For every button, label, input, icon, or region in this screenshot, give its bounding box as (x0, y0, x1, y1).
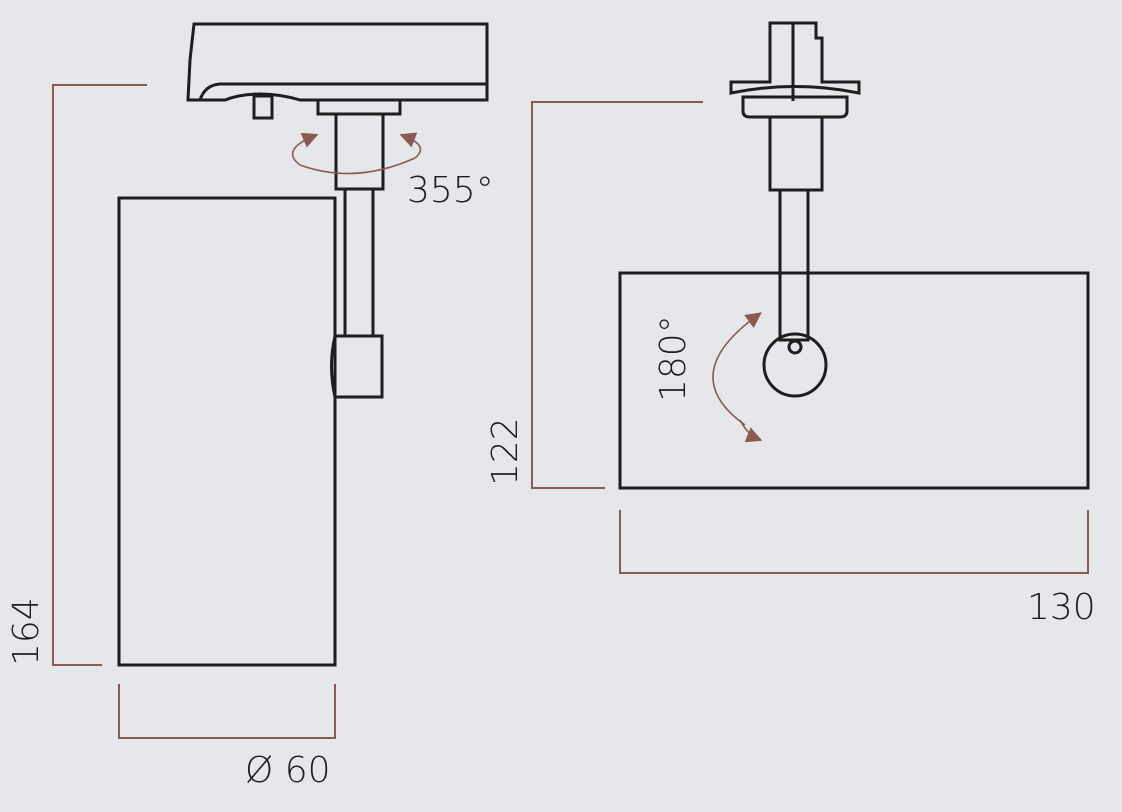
rotation-arrow-bottom (299, 157, 416, 175)
stem (343, 187, 375, 338)
width-label: 130 (1027, 587, 1096, 628)
diameter-label: Ø 60 (245, 750, 331, 791)
height-dimension-line (531, 101, 703, 489)
stem (778, 188, 810, 342)
height-dimension-line (52, 84, 147, 666)
track-adapter-housing (186, 22, 489, 102)
width-dimension-line (619, 510, 1089, 574)
adapter-pin (252, 94, 274, 120)
rotation-label: 355° (407, 170, 494, 211)
side-view: 355° 164 Ø 60 (6, 22, 494, 791)
tilt-arrow (712, 312, 762, 426)
track-connector (729, 21, 861, 101)
swivel-collar (768, 115, 824, 192)
connector-base (741, 95, 849, 119)
rotation-arrow (291, 132, 319, 166)
lamp-body (117, 196, 337, 667)
pivot-hole (787, 339, 803, 355)
lamp-body (618, 271, 1090, 490)
height-label: 164 (6, 597, 47, 666)
height-label: 122 (485, 417, 526, 486)
tilt-label: 180° (653, 315, 694, 402)
knuckle-joint (330, 334, 384, 399)
front-view: 180° 122 130 (485, 21, 1096, 628)
diameter-dimension-line (118, 684, 336, 739)
adapter-plate (316, 98, 402, 116)
swivel-collar (334, 112, 385, 191)
tilt-arrow-bottom (739, 419, 763, 443)
rotation-arrow-right (399, 132, 422, 159)
pivot-joint (762, 332, 828, 398)
